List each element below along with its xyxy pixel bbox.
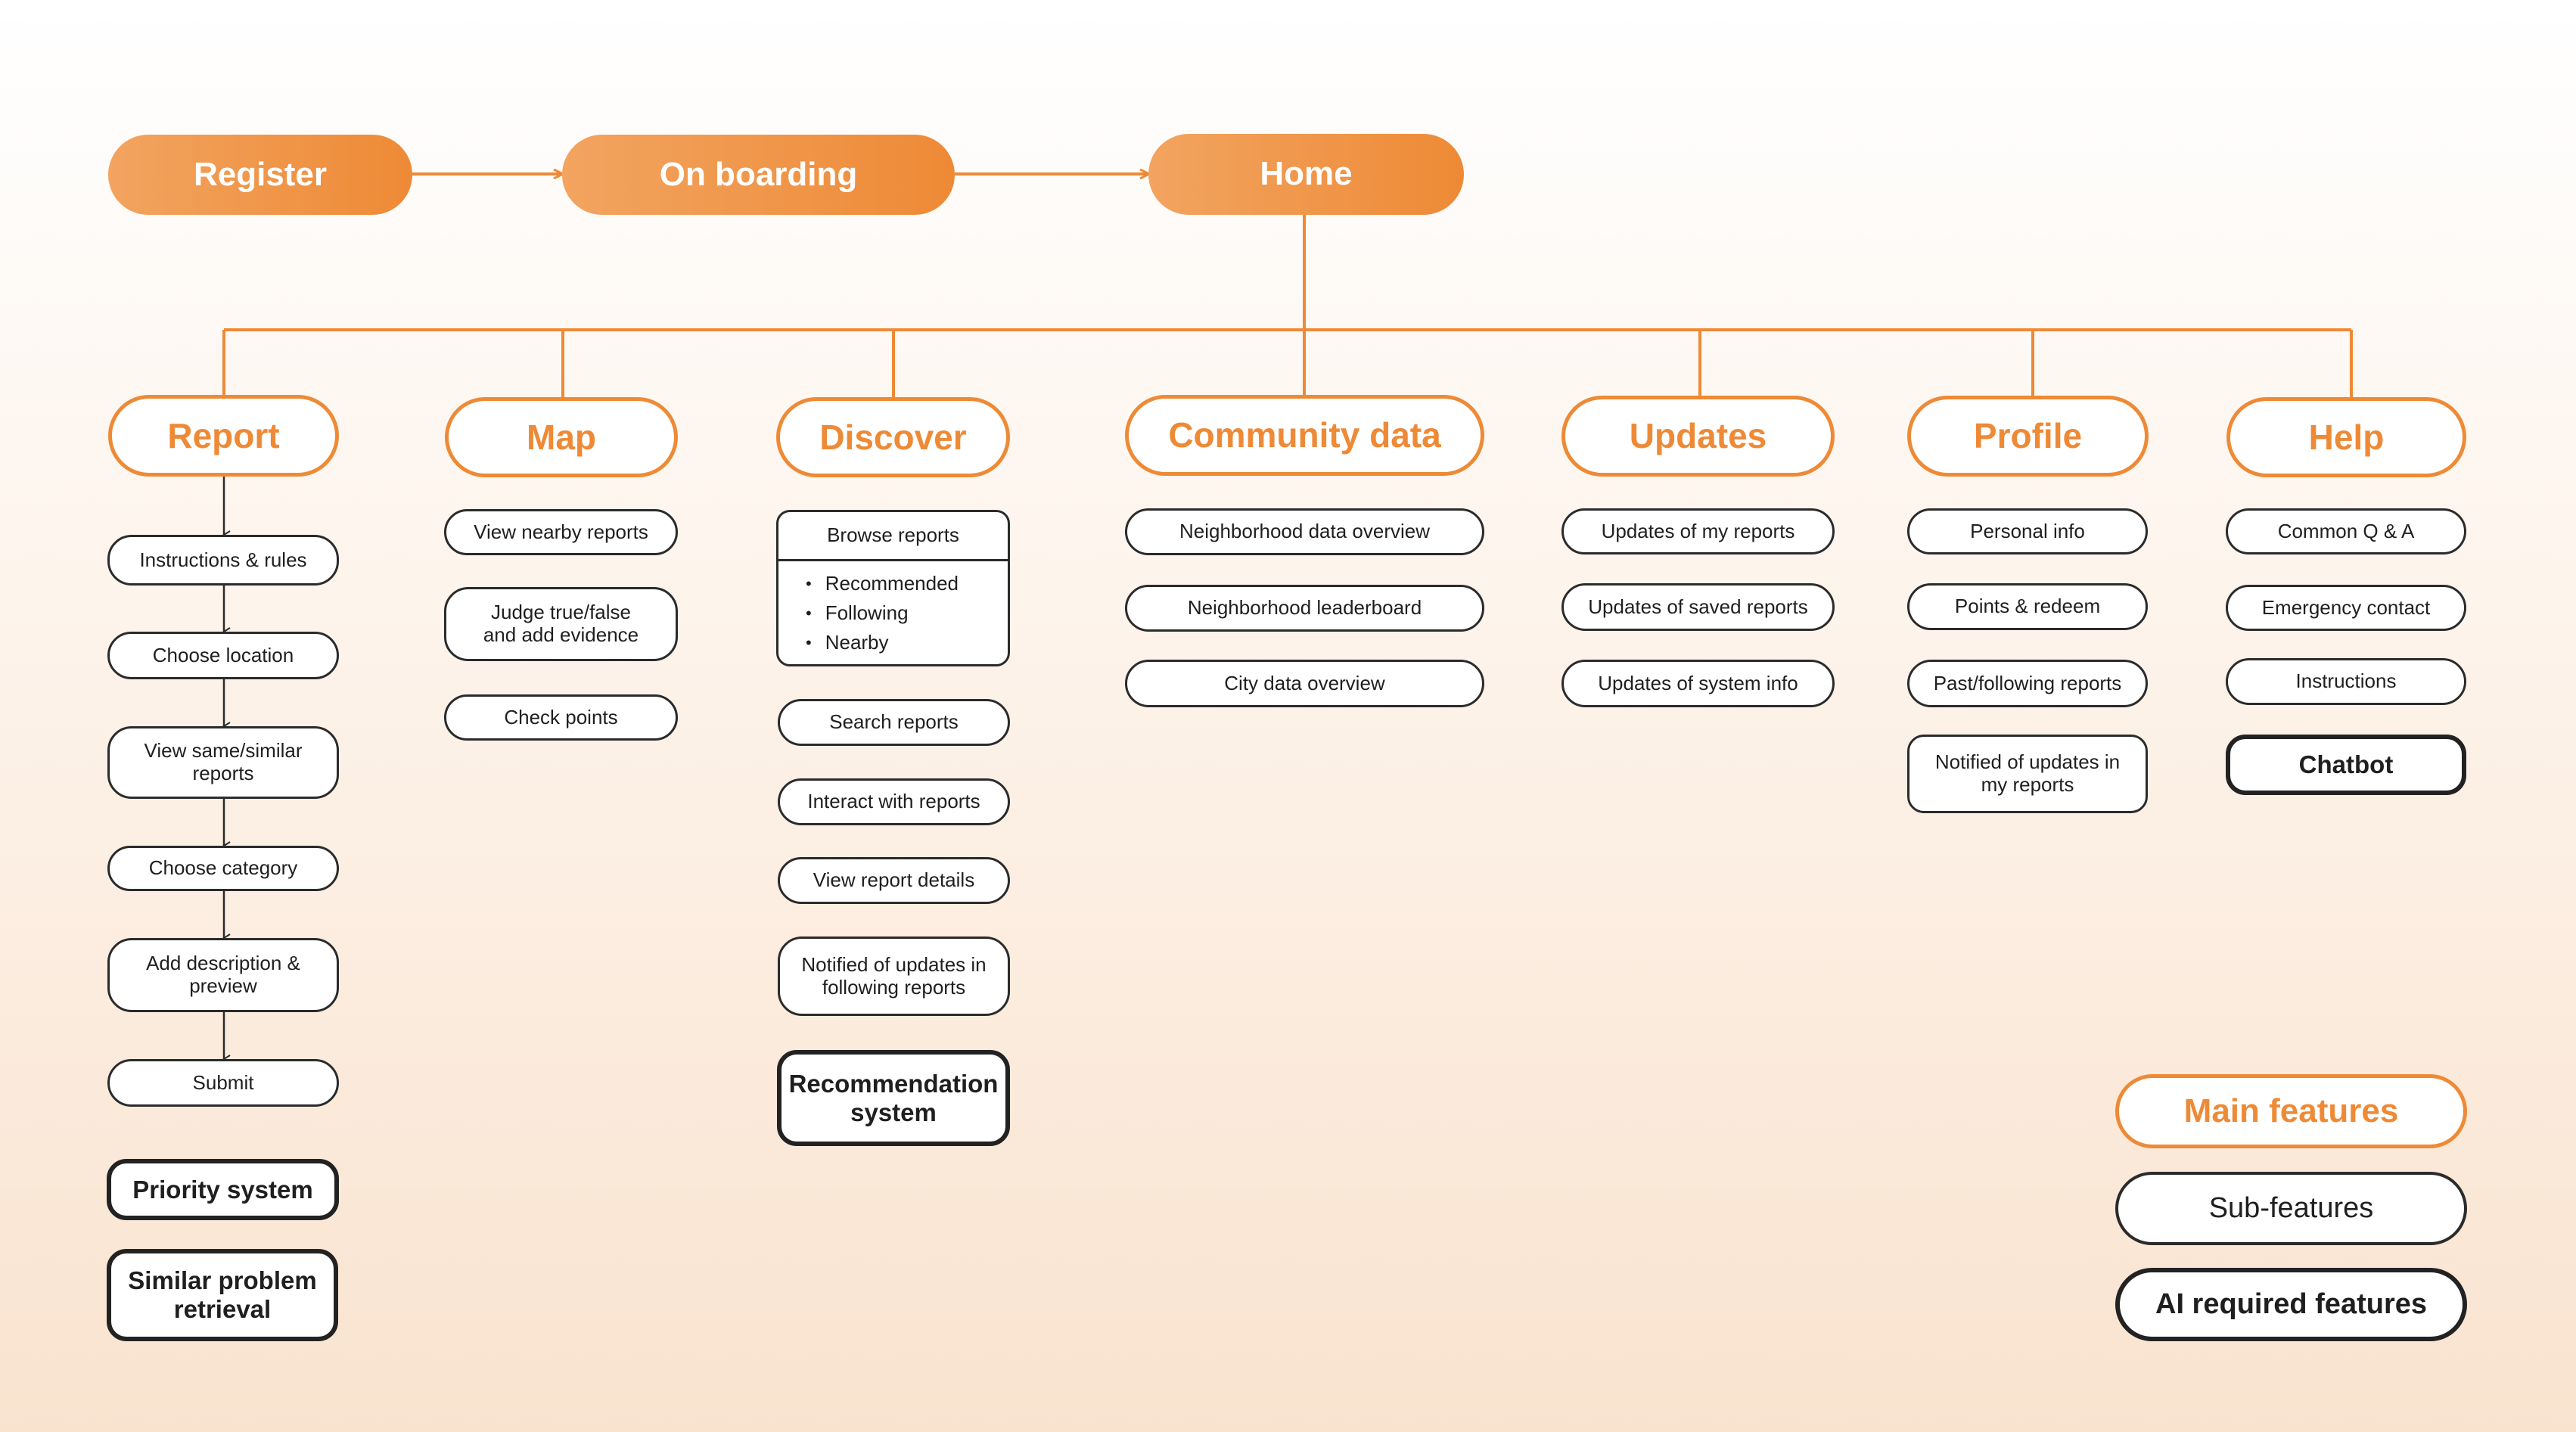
browse-reports-title: Browse reports <box>778 512 1008 561</box>
help-main-feature[interactable]: Help <box>2226 397 2466 477</box>
profile-main-feature[interactable]: Profile <box>1907 396 2149 477</box>
map-main-feature[interactable]: Map <box>445 397 678 477</box>
report-sub-feature[interactable]: Choose location <box>107 632 339 679</box>
home-node[interactable]: Home <box>1148 134 1464 215</box>
map-sub-feature[interactable]: Judge true/false and add evidence <box>444 587 678 661</box>
report-sub-feature[interactable]: View same/similar reports <box>107 726 339 799</box>
register-node[interactable]: Register <box>108 135 412 215</box>
map-sub-feature[interactable]: Check points <box>444 694 678 741</box>
report-sub-feature[interactable]: Instructions & rules <box>107 535 339 586</box>
help-sub-feature[interactable]: Emergency contact <box>2226 585 2466 631</box>
updates-sub-feature[interactable]: Updates of my reports <box>1561 508 1835 554</box>
help-sub-feature[interactable]: Instructions <box>2226 658 2466 705</box>
similar-problem-retrieval-ai-feature[interactable]: Similar problem retrieval <box>107 1249 338 1341</box>
map-sub-feature[interactable]: View nearby reports <box>444 509 678 555</box>
browse-option-following[interactable]: Following <box>806 598 1008 628</box>
updates-main-feature[interactable]: Updates <box>1561 396 1835 477</box>
updates-sub-feature[interactable]: Updates of system info <box>1561 660 1835 707</box>
recommendation-system-ai-feature[interactable]: Recommendation system <box>777 1050 1010 1146</box>
help-sub-feature[interactable]: Common Q & A <box>2226 508 2466 554</box>
discover-sub-feature[interactable]: View report details <box>778 857 1010 904</box>
browse-option-nearby[interactable]: Nearby <box>806 628 1008 657</box>
discover-sub-feature[interactable]: Search reports <box>778 699 1010 746</box>
community-data-main-feature[interactable]: Community data <box>1125 395 1484 476</box>
browse-reports-group[interactable]: Browse reports Recommended Following Nea… <box>776 510 1010 666</box>
profile-sub-feature[interactable]: Past/following reports <box>1907 660 2148 707</box>
priority-system-ai-feature[interactable]: Priority system <box>107 1159 339 1220</box>
profile-sub-feature[interactable]: Points & redeem <box>1907 583 2148 630</box>
report-sub-feature[interactable]: Submit <box>107 1059 339 1107</box>
profile-sub-feature[interactable]: Notified of updates in my reports <box>1907 735 2148 813</box>
report-main-feature[interactable]: Report <box>108 395 339 477</box>
onboarding-node[interactable]: On boarding <box>562 135 955 215</box>
chatbot-ai-feature[interactable]: Chatbot <box>2226 735 2466 795</box>
discover-main-feature[interactable]: Discover <box>776 397 1010 477</box>
updates-sub-feature[interactable]: Updates of saved reports <box>1561 583 1835 631</box>
browse-reports-list: Recommended Following Nearby <box>778 569 1008 657</box>
community-sub-feature[interactable]: Neighborhood data overview <box>1125 508 1484 555</box>
profile-sub-feature[interactable]: Personal info <box>1907 508 2148 554</box>
home-tree-lines <box>222 215 2353 397</box>
legend-main-features: Main features <box>2115 1074 2467 1148</box>
report-sub-feature[interactable]: Choose category <box>107 846 339 891</box>
report-sub-feature[interactable]: Add description & preview <box>107 938 339 1012</box>
browse-option-recommended[interactable]: Recommended <box>806 569 1008 598</box>
legend-ai-required-features: AI required features <box>2115 1268 2467 1341</box>
community-sub-feature[interactable]: City data overview <box>1125 660 1484 707</box>
discover-sub-feature[interactable]: Notified of updates in following reports <box>778 937 1010 1016</box>
legend-sub-features: Sub-features <box>2115 1172 2467 1245</box>
discover-sub-feature[interactable]: Interact with reports <box>778 778 1010 825</box>
community-sub-feature[interactable]: Neighborhood leaderboard <box>1125 585 1484 632</box>
